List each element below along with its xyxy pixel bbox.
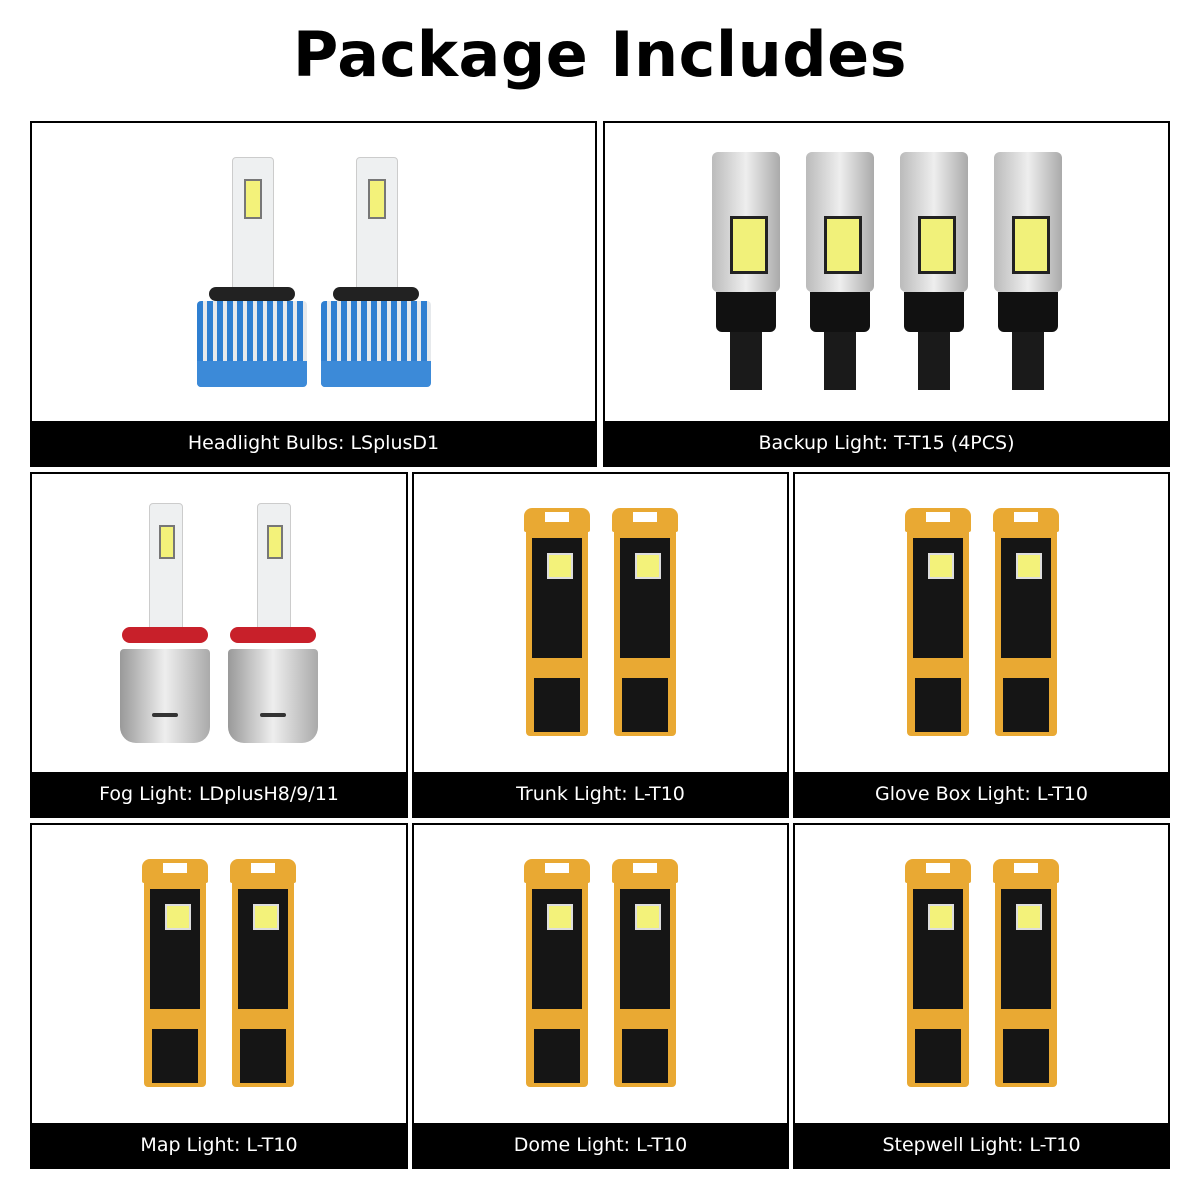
t10-bulb-icon [901,508,975,738]
t10-bulb-icon [138,859,212,1089]
item-card-trunk: Trunk Light: L-T10 [412,472,789,818]
headlight-bulb-icon [196,157,307,387]
item-card-backup: Backup Light: T-T15 (4PCS) [603,121,1170,467]
item-card-map: Map Light: L-T10 [30,823,408,1169]
item-label: Headlight Bulbs: LSplusD1 [32,421,595,465]
page-title: Package Includes [292,18,908,91]
item-label: Dome Light: L-T10 [414,1123,787,1167]
t15-bulb-icon [898,152,970,392]
item-card-headlight: Headlight Bulbs: LSplusD1 [30,121,597,467]
t10-bulb-icon [989,859,1063,1089]
t15-bulb-icon [710,152,782,392]
fog-lights-image [32,474,406,772]
headlight-bulbs-image [32,123,595,421]
item-label: Map Light: L-T10 [32,1123,406,1167]
t10-bulb-icon [901,859,975,1089]
t15-bulb-icon [992,152,1064,392]
item-label: Backup Light: T-T15 (4PCS) [605,421,1168,465]
t10-bulb-icon [608,508,682,738]
t10-bulb-icon [608,859,682,1089]
t10-bulb-icon [520,859,594,1089]
t10-bulbs-image [795,474,1168,772]
item-label: Trunk Light: L-T10 [414,772,787,816]
item-label: Stepwell Light: L-T10 [795,1123,1168,1167]
t10-bulb-icon [989,508,1063,738]
t10-bulb-icon [520,508,594,738]
t10-bulbs-image [795,825,1168,1123]
fog-bulb-icon [226,503,320,743]
item-card-stepwell: Stepwell Light: L-T10 [793,823,1170,1169]
t10-bulbs-image [32,825,406,1123]
item-card-glovebox: Glove Box Light: L-T10 [793,472,1170,818]
t15-bulb-icon [804,152,876,392]
item-label: Glove Box Light: L-T10 [795,772,1168,816]
backup-lights-image [605,123,1168,421]
t10-bulbs-image [414,474,787,772]
t10-bulb-icon [226,859,300,1089]
item-label: Fog Light: LDplusH8/9/11 [32,772,406,816]
fog-bulb-icon [118,503,212,743]
item-card-dome: Dome Light: L-T10 [412,823,789,1169]
t10-bulbs-image [414,825,787,1123]
item-card-fog: Fog Light: LDplusH8/9/11 [30,472,408,818]
headlight-bulb-icon [320,157,431,387]
